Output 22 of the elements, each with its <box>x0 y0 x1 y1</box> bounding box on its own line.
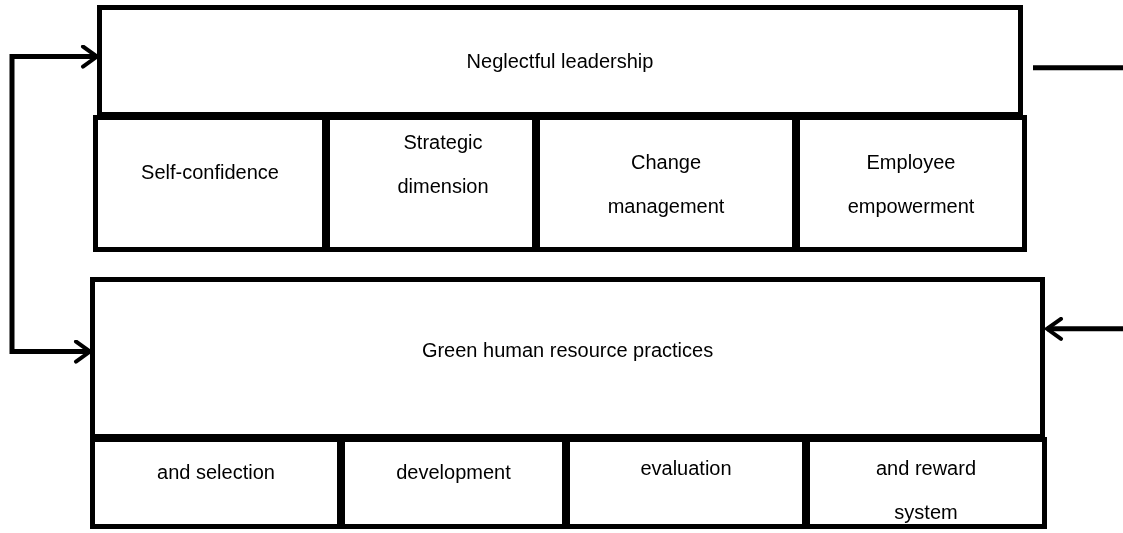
text-box <box>325 115 537 252</box>
text-box <box>340 437 567 529</box>
text-box <box>535 115 797 252</box>
text-box <box>795 115 1027 252</box>
text-box <box>90 277 1045 439</box>
box-label: evaluation <box>640 456 732 481</box>
box-label: Green human resource practices <box>421 338 714 363</box>
box-label: and reward system <box>874 456 978 525</box>
text-box <box>805 437 1047 529</box>
arrow <box>1045 316 1123 341</box>
box-label: Strategic dimension <box>396 130 490 199</box>
text-box <box>93 115 327 252</box>
box-label: Self-confidence <box>141 159 279 185</box>
text-box <box>90 437 342 529</box>
box-label: Neglectful leadership <box>466 49 654 74</box>
box-label: development <box>396 460 511 485</box>
box-label: Employee empowerment <box>846 149 976 219</box>
box-label: Change management <box>606 149 726 219</box>
text-box <box>97 5 1023 117</box>
text-box <box>565 437 807 529</box>
box-label: and selection <box>157 460 275 485</box>
arrow <box>9 44 99 364</box>
